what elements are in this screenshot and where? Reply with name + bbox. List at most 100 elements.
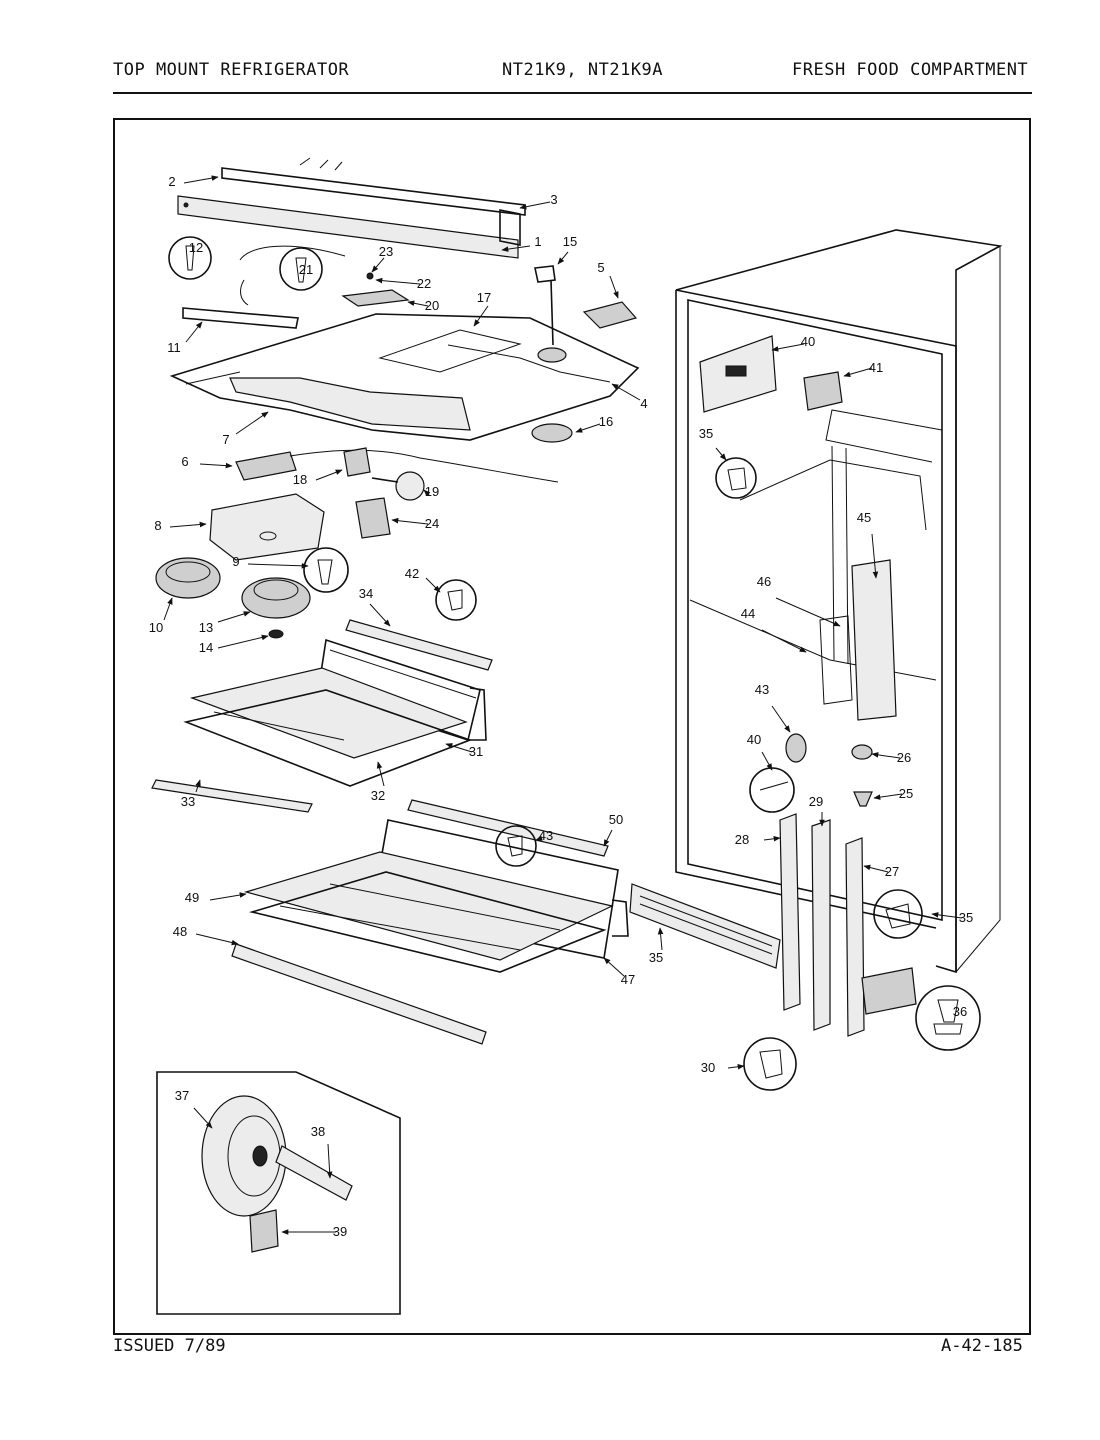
leader-43 (771, 705, 791, 733)
leader-7 (235, 411, 269, 435)
leader-46 (775, 597, 841, 627)
leader-34 (369, 603, 391, 627)
leader-23 (371, 257, 385, 273)
callout-5: 5 (597, 260, 604, 275)
callout-8: 8 (154, 518, 161, 533)
leader-48 (195, 933, 239, 946)
leader-47 (603, 957, 625, 977)
leader-1 (501, 245, 531, 252)
callout-43: 43 (755, 682, 769, 697)
leader-26 (871, 752, 901, 759)
callout-14: 14 (199, 640, 213, 655)
callout-35: 35 (699, 426, 713, 441)
callout-12: 12 (189, 240, 203, 255)
callout-10: 10 (149, 620, 163, 635)
leader-42 (425, 577, 441, 593)
callout-38: 38 (311, 1124, 325, 1139)
callout-26: 26 (897, 750, 911, 765)
leader-41 (843, 367, 873, 377)
leader-35 (715, 447, 727, 461)
callout-36: 36 (953, 1004, 967, 1019)
leader-38 (326, 1143, 333, 1179)
header-title: TOP MOUNT REFRIGERATOR (113, 60, 350, 80)
leader-35 (931, 912, 963, 919)
callout-25: 25 (899, 786, 913, 801)
callout-19: 19 (425, 484, 439, 499)
callout-40: 40 (801, 334, 815, 349)
callout-3: 3 (550, 192, 557, 207)
leader-3 (519, 201, 551, 210)
callout-47: 47 (621, 972, 635, 987)
callout-33: 33 (181, 794, 195, 809)
callout-28: 28 (735, 832, 749, 847)
callout-2: 2 (168, 174, 175, 189)
callout-23: 23 (379, 244, 393, 259)
callout-37: 37 (175, 1088, 189, 1103)
callout-21: 21 (299, 262, 313, 277)
callout-1: 1 (534, 234, 541, 249)
leader-5 (609, 275, 619, 299)
leader-33 (195, 779, 201, 793)
leader-20 (407, 300, 429, 307)
callout-42: 42 (405, 566, 419, 581)
leader-6 (199, 462, 233, 469)
leader-43 (535, 835, 543, 841)
footer-page-code: A-42-185 (941, 1336, 1023, 1356)
leader-49 (209, 892, 247, 901)
leader-lines (163, 175, 963, 1235)
callout-44: 44 (741, 606, 755, 621)
leader-30 (727, 1064, 745, 1070)
leader-11 (185, 321, 203, 343)
callout-32: 32 (371, 788, 385, 803)
callout-18: 18 (293, 472, 307, 487)
leader-4 (611, 383, 641, 401)
leader-45 (871, 533, 879, 579)
callout-31: 31 (469, 744, 483, 759)
header-model-numbers: NT21K9, NT21K9A (502, 60, 664, 80)
leader-40 (761, 751, 773, 771)
leader-15 (557, 251, 569, 265)
callout-20: 20 (425, 298, 439, 313)
callout-17: 17 (477, 290, 491, 305)
callout-50: 50 (609, 812, 623, 827)
callout-39: 39 (333, 1224, 347, 1239)
callout-35: 35 (959, 910, 973, 925)
leader-14 (217, 634, 269, 649)
callout-48: 48 (173, 924, 187, 939)
callout-27: 27 (885, 864, 899, 879)
cabinet-group (629, 229, 1003, 1091)
callout-43: 43 (539, 828, 553, 843)
leader-35 (657, 927, 664, 951)
leader-50 (603, 829, 613, 847)
leader-8 (169, 521, 207, 528)
callout-46: 46 (757, 574, 771, 589)
callout-6: 6 (181, 454, 188, 469)
leader-31 (445, 743, 473, 753)
leader-19 (423, 489, 431, 497)
callout-15: 15 (563, 234, 577, 249)
callout-35: 35 (649, 950, 663, 965)
callout-41: 41 (869, 360, 883, 375)
leader-18 (315, 469, 343, 481)
callout-45: 45 (857, 510, 871, 525)
callout-9: 9 (232, 554, 239, 569)
leader-13 (217, 611, 251, 623)
leader-25 (873, 793, 903, 800)
callout-24: 24 (425, 516, 439, 531)
leader-10 (163, 597, 173, 621)
drawing-frame (113, 118, 1031, 1335)
control-panel-group (155, 157, 640, 639)
leader-28 (763, 836, 781, 842)
callout-30: 30 (701, 1060, 715, 1075)
leader-2 (183, 175, 219, 184)
leader-16 (575, 423, 601, 433)
callout-16: 16 (599, 414, 613, 429)
leader-27 (863, 864, 889, 873)
header-section-name: FRESH FOOD COMPARTMENT (792, 60, 1029, 80)
callout-13: 13 (199, 620, 213, 635)
leader-17 (473, 305, 489, 327)
callout-29: 29 (809, 794, 823, 809)
callout-49: 49 (185, 890, 199, 905)
callout-11: 11 (167, 340, 181, 355)
